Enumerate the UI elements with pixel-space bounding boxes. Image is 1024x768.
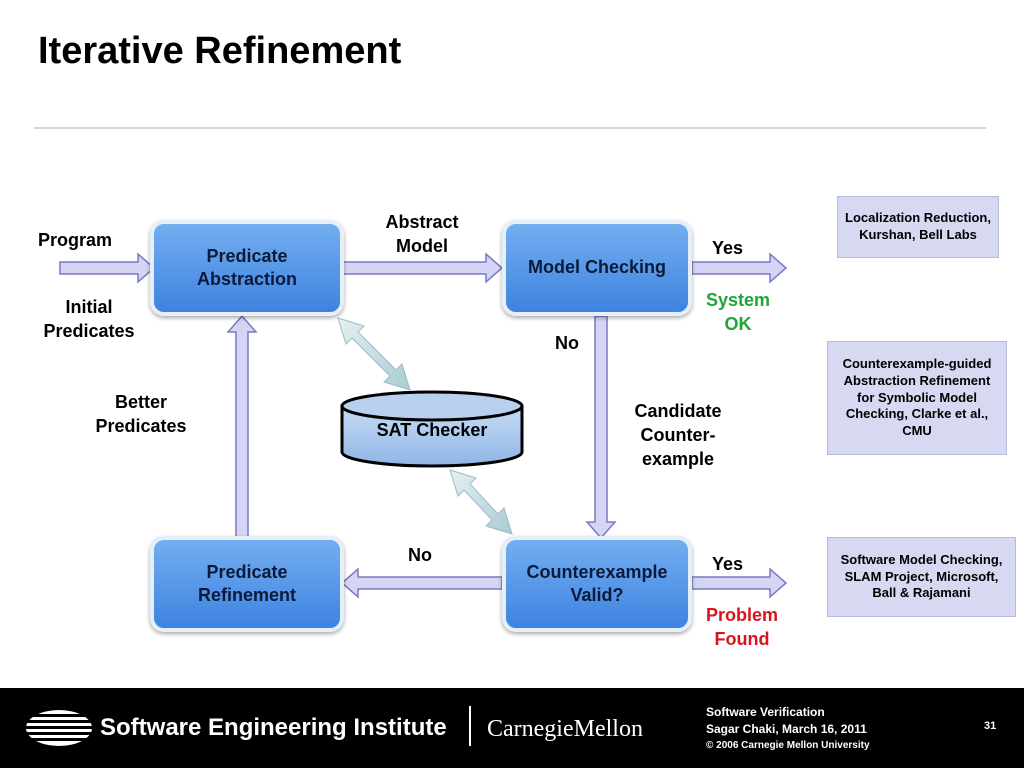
arrow-yes-bottom (691, 567, 788, 599)
arrow-model-checking-to-counterexample (585, 315, 617, 540)
no-right-label: No (555, 333, 579, 353)
sat-checker-cylinder (340, 390, 524, 468)
note-slam: Software Model Checking, SLAM Project, M… (827, 537, 1016, 617)
footer-info: Software Verification Sagar Chaki, March… (706, 704, 870, 753)
footer-bar: Software Engineering Institute CarnegieM… (0, 688, 1024, 768)
double-arrow-sat-counterexample (449, 469, 513, 535)
page-number: 31 (984, 720, 997, 732)
arrow-counterexample-to-refinement (340, 567, 503, 599)
problem-found-label: Problem Found (705, 605, 779, 649)
slide-title: Iterative Refinement (38, 30, 402, 72)
arrow-yes-top (691, 252, 788, 284)
predicate-abstraction-box: Predicate Abstraction (150, 220, 344, 316)
system-ok-label: System OK (705, 290, 771, 334)
copyright: © 2006 Carnegie Mellon University (706, 739, 870, 751)
yes-bottom-label: Yes (712, 554, 744, 574)
arrow-program-to-abstraction (59, 252, 156, 284)
counterexample-valid-box: Counterexample Valid? (502, 536, 692, 632)
candidate-counterexample-label: Candidate Counter- example (634, 401, 722, 469)
sei-logo-icon (24, 710, 94, 746)
no-bottom-label: No (408, 545, 432, 565)
yes-top-label: Yes (712, 238, 744, 258)
cmu-wordmark: CarnegieMellon (487, 716, 643, 742)
better-predicates-label: Better Predicates (95, 392, 187, 436)
footer-divider (469, 706, 471, 746)
initial-predicates-label: Initial Predicates (43, 297, 135, 341)
abstract-model-label: Abstract Model (385, 212, 459, 256)
author-date: Sagar Chaki, March 16, 2011 (706, 722, 867, 737)
course-title: Software Verification (706, 705, 825, 719)
sei-wordmark: Software Engineering Institute (100, 714, 447, 741)
note-localization: Localization Reduction, Kurshan, Bell La… (837, 196, 999, 258)
predicate-refinement-box: Predicate Refinement (150, 536, 344, 632)
sat-checker-label: SAT Checker (376, 420, 488, 440)
arrow-refinement-to-abstraction (226, 314, 258, 539)
note-cegar: Counterexample-guided Abstraction Refine… (827, 341, 1007, 455)
model-checking-box: Model Checking (502, 220, 692, 316)
program-label: Program (38, 230, 113, 250)
double-arrow-abstraction-sat (337, 317, 411, 391)
title-divider (34, 127, 986, 129)
arrow-abstraction-to-model-checking (341, 252, 504, 284)
